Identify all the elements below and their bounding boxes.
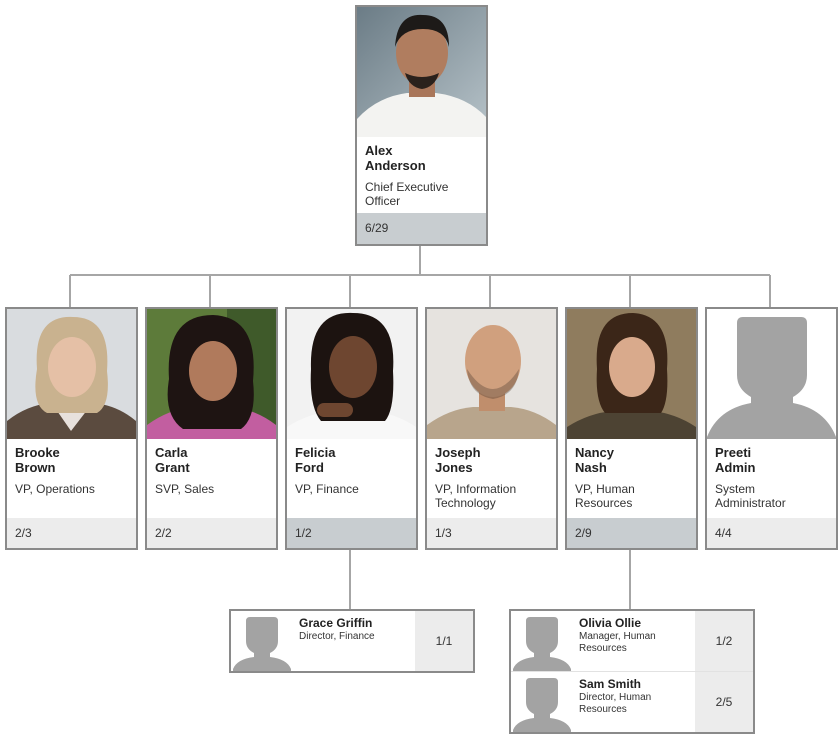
- report-count: 1/2: [287, 518, 416, 548]
- person-silhouette-icon: [707, 309, 836, 439]
- report-count: 2/2: [147, 518, 276, 548]
- team-member-grace-griffin[interactable]: Grace Griffin Director, Finance 1/1: [231, 611, 473, 671]
- person-silhouette-icon: [511, 611, 573, 671]
- report-count: 1/1: [415, 611, 473, 671]
- report-count: 2/5: [695, 672, 753, 732]
- person-title: Manager, Human Resources: [579, 631, 656, 654]
- team-group-hr: Olivia Ollie Manager, Human Resources 1/…: [509, 609, 755, 734]
- report-count: 6/29: [357, 213, 486, 244]
- person-title: VP, Operations: [15, 482, 95, 496]
- person-photo: [567, 309, 696, 439]
- person-name: Sam Smith: [579, 677, 642, 691]
- person-name: Grace Griffin: [299, 616, 373, 630]
- person-title: Director, Human Resources: [579, 692, 652, 715]
- team-member-sam-smith[interactable]: Sam Smith Director, Human Resources 2/5: [511, 671, 753, 732]
- person-photo: [7, 309, 136, 439]
- team-group-finance: Grace Griffin Director, Finance 1/1: [229, 609, 475, 673]
- person-title: Chief Executive Officer: [365, 180, 449, 208]
- person-title: VP, Human Resources: [575, 482, 635, 510]
- report-count: 2/3: [7, 518, 136, 548]
- person-title: SVP, Sales: [155, 482, 215, 496]
- person-title: VP, Information Technology: [435, 482, 517, 510]
- person-photo: [287, 309, 416, 439]
- report-count: 4/4: [707, 518, 836, 548]
- person-photo: [427, 309, 556, 439]
- person-title: Director, Finance: [299, 631, 375, 642]
- report-count: 1/3: [427, 518, 556, 548]
- report-count: 1/2: [695, 611, 753, 671]
- person-title: VP, Finance: [295, 482, 359, 496]
- report-count: 2/9: [567, 518, 696, 548]
- person-photo: [147, 309, 276, 439]
- person-photo: [357, 7, 486, 137]
- person-silhouette-icon: [511, 672, 573, 732]
- person-title: System Administrator: [715, 482, 786, 510]
- person-silhouette-icon: [231, 611, 293, 671]
- team-member-olivia-ollie[interactable]: Olivia Ollie Manager, Human Resources 1/…: [511, 611, 753, 671]
- person-name: Olivia Ollie: [579, 616, 642, 630]
